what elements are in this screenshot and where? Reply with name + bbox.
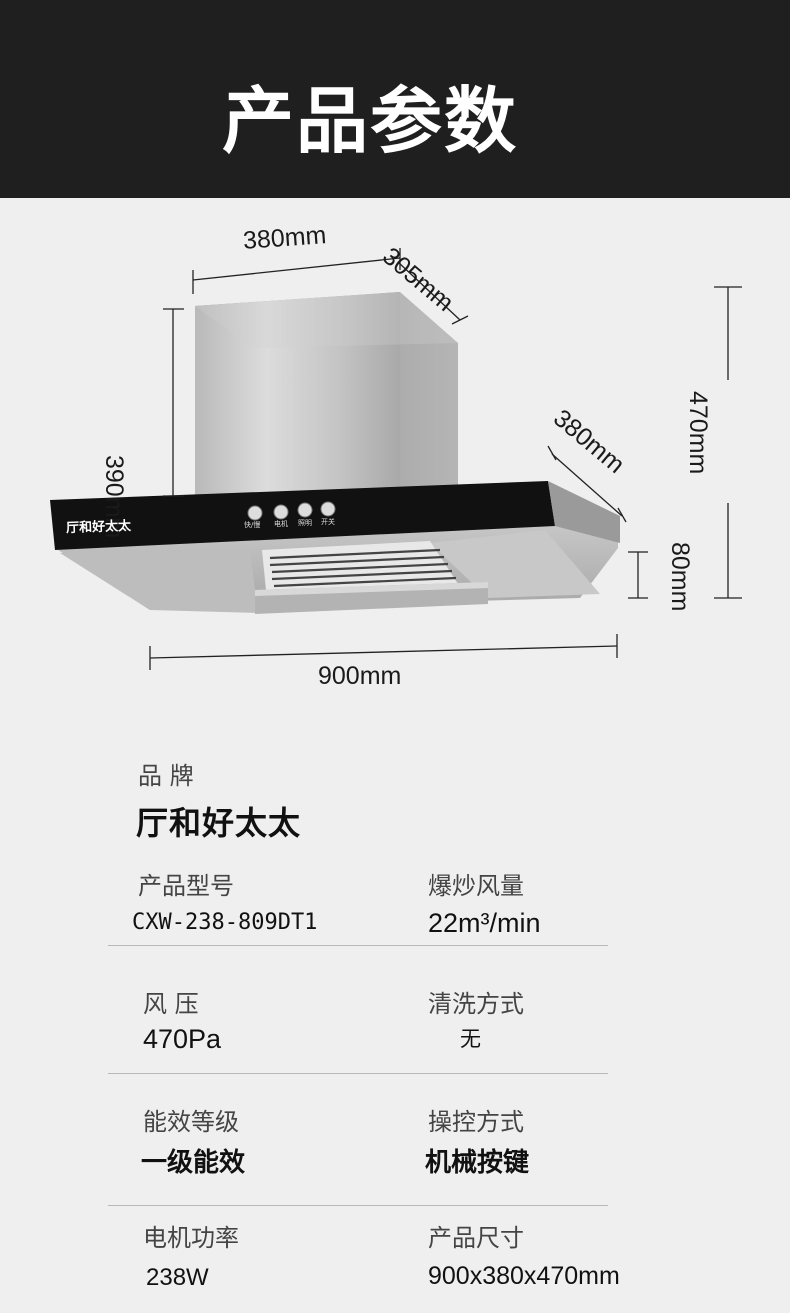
button-label-power: 开关	[321, 518, 335, 526]
model-label: 产品型号	[138, 872, 234, 900]
dimension-lines	[149, 248, 742, 670]
button-label-speed: 快/慢	[244, 521, 261, 529]
pressure-value: 470Pa	[143, 1024, 222, 1054]
control-label: 操控方式	[428, 1108, 524, 1136]
divider-3	[108, 1205, 608, 1206]
pressure-label: 风 压	[143, 990, 199, 1018]
model-value: CXW-238-809DT1	[132, 910, 318, 935]
cleaning-label: 清洗方式	[428, 990, 524, 1018]
chimney	[195, 292, 458, 498]
size-value: 900x380x470mm	[428, 1262, 620, 1290]
top-width-label: 380mm	[242, 221, 328, 255]
control-buttons	[247, 501, 336, 521]
control-value: 机械按键	[425, 1148, 530, 1178]
divider-2	[108, 1073, 608, 1074]
cleaning-value: 无	[460, 1027, 481, 1051]
total-width-label: 900mm	[318, 662, 402, 690]
size-label: 产品尺寸	[428, 1224, 524, 1252]
total-height-label: 470mm	[684, 391, 712, 475]
hood-logo: 厅和好太太	[65, 518, 132, 537]
product-diagram: 380mm 305mm 390mm 470mm 380mm 80mm 900mm…	[0, 198, 790, 728]
efficiency-label: 能效等级	[143, 1108, 239, 1136]
efficiency-value: 一级能效	[141, 1148, 246, 1178]
airflow-label: 爆炒风量	[428, 872, 524, 900]
power-value: 238W	[146, 1264, 209, 1291]
brand-label: 品 牌	[138, 762, 194, 790]
power-label: 电机功率	[143, 1224, 239, 1252]
button-label-light: 照明	[298, 519, 312, 527]
hood-height-label: 80mm	[666, 542, 694, 612]
range-hood-illustration	[50, 248, 742, 670]
brand-value: 厅和好太太	[136, 804, 302, 842]
page-title: 产品参数	[221, 79, 518, 163]
divider-1	[108, 945, 608, 946]
header-banner: 产品参数	[0, 0, 790, 198]
button-label-motor: 电机	[274, 520, 288, 528]
airflow-value: 22m³/min	[428, 908, 541, 938]
filter-grille	[255, 541, 488, 614]
